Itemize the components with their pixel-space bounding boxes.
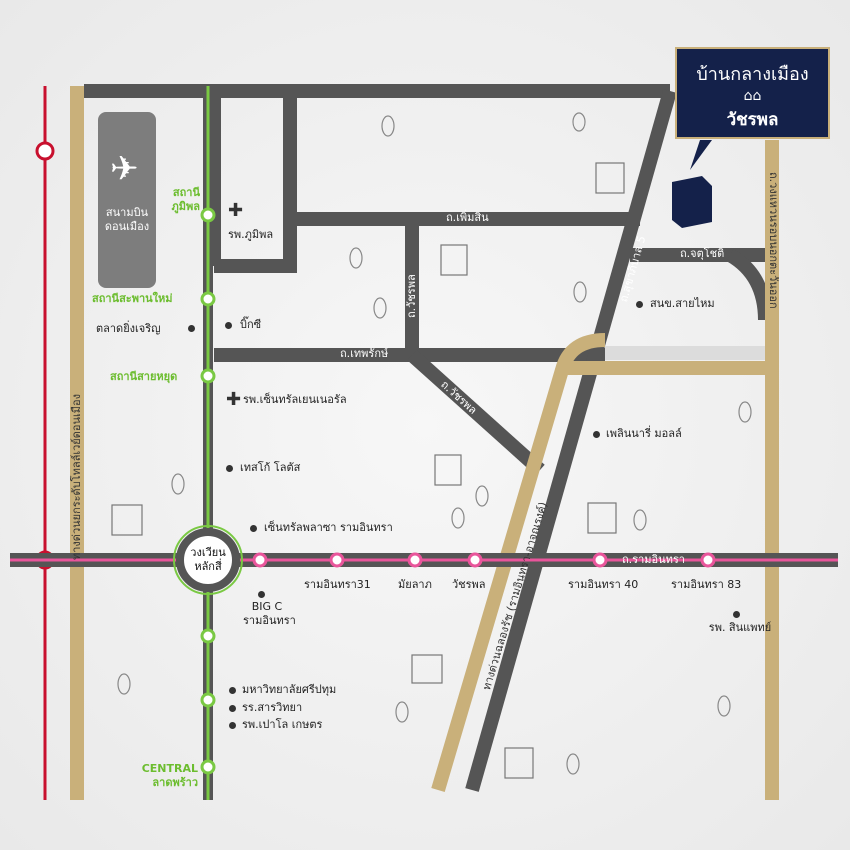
road-label-watcharapol-vertical: ถ.วัชรพล <box>405 274 418 318</box>
tree-icon <box>475 485 489 507</box>
gold-roads <box>70 86 779 800</box>
green-station-dot <box>200 759 216 775</box>
tree-icon <box>395 701 409 723</box>
tree-icons <box>117 112 752 775</box>
tree-icon <box>573 281 587 303</box>
tree-icon <box>117 673 131 695</box>
project-name-line1: บ้านกลางเมือง <box>696 64 809 85</box>
road-label-chatuchot: ถ.จตุโชติ <box>680 247 725 260</box>
road-sukhaphiban5 <box>465 89 677 792</box>
shop-icon <box>411 654 443 684</box>
project-box: บ้านกลางเมือง ⌂⌂ วัชรพล <box>675 47 830 139</box>
green-station-dot <box>200 628 216 644</box>
location-dot <box>225 322 232 329</box>
pink-station-dot <box>700 552 716 568</box>
tree-icon <box>717 695 731 717</box>
green-stations <box>200 207 216 775</box>
tree-icon <box>381 115 395 137</box>
location-dot <box>188 325 195 332</box>
hospital-cross-icon: ✚ <box>228 200 244 221</box>
roundabout-ring <box>176 528 240 592</box>
building-icon <box>504 747 534 779</box>
tree-icon <box>566 753 580 775</box>
station-sai-yud: สถานีสายหยุด <box>110 370 178 383</box>
road-chatuchot-curve <box>726 248 772 321</box>
building-icons <box>111 162 625 779</box>
light-road <box>605 346 765 360</box>
place-ying-charoen-market: ตลาดยิ่งเจริญ <box>96 322 161 335</box>
shop-icon <box>111 504 143 536</box>
station-central-ladprao: CENTRAL ลาดพร้าว <box>141 762 198 789</box>
place-bigc-ramintra: BIG C รามอินทรา <box>243 600 296 627</box>
pink-station-dot <box>407 552 423 568</box>
pink-station-dot <box>329 552 345 568</box>
pink-stations <box>252 552 716 568</box>
location-dot <box>229 705 236 712</box>
road-network <box>84 84 772 792</box>
tree-icon <box>738 401 752 423</box>
road-label-kanchanaphisek: ถ.วงแหวนรอบนอกตะวันออก <box>767 172 780 309</box>
green-station-dot <box>200 368 216 384</box>
airplane-icon: ✈ <box>110 149 139 189</box>
place-saimai-office: สนข.สายไหม <box>650 297 715 310</box>
red-line-station <box>35 141 55 161</box>
project-name-line2: วัชรพล <box>726 110 779 130</box>
green-station-dot <box>200 291 216 307</box>
project-building-icon <box>672 176 712 228</box>
road-label-thepharak: ถ.เทพรักษ์ <box>340 347 389 360</box>
station-saphan-mai: สถานีสะพานใหม่ <box>92 292 173 305</box>
tree-icon <box>572 112 586 132</box>
place-phumiphon-hospital: รพ.ภูมิพล <box>228 228 274 241</box>
station-ramintra40: รามอินทรา 40 <box>568 578 639 591</box>
station-phumiphon: สถานีภูมิพล <box>171 186 201 213</box>
road-label-phemsin: ถ.เพิ่มสิน <box>446 211 489 224</box>
building-icon <box>587 502 617 534</box>
roundabout-label: วงเวียนหลักสี่ <box>190 546 226 573</box>
place-tesco-lotus: เทสโก้ โลตัส <box>240 461 301 474</box>
place-synphaet-hospital: รพ. สินแพทย์ <box>708 621 772 634</box>
location-dot <box>733 611 740 618</box>
station-ramintra83: รามอินทรา 83 <box>671 578 742 591</box>
hospital-cross-icon: ✚ <box>226 389 242 410</box>
roundabout-green <box>173 525 243 595</box>
station-ramintra31: รามอินทรา31 <box>304 578 371 591</box>
airport-area <box>98 112 156 288</box>
place-central-plaza-ramintra: เซ็นทรัลพลาซา รามอินทรา <box>264 521 393 534</box>
place-central-general-hospital: รพ.เซ็นทรัลเยนเนอรัล <box>243 393 347 406</box>
pink-station-dot <box>592 552 608 568</box>
tree-icon <box>171 473 185 495</box>
green-station-dot <box>200 692 216 708</box>
pink-station-dot <box>252 552 268 568</box>
place-plearnary-mall: เพลินนารี่ มอลล์ <box>606 427 682 440</box>
road-label-vibhavadi: ทางด่วนยกระดับโทลล์เวย์ดอนเมือง <box>70 394 83 560</box>
tree-icon <box>373 297 387 319</box>
building-icon <box>595 162 625 194</box>
tree-icon <box>633 509 647 531</box>
station-maiyalap: มัยลาภ <box>398 578 432 591</box>
place-sripatum-university: มหาวิทยาลัยศรีปทุม <box>242 683 337 696</box>
location-dot <box>229 687 236 694</box>
location-dot <box>258 591 265 598</box>
location-dot <box>250 525 257 532</box>
road-label-ramintra: ถ.รามอินทรา <box>622 553 685 566</box>
green-station-dot <box>200 207 216 223</box>
station-watcharapol: วัชรพล <box>452 578 486 591</box>
project-pointer <box>690 140 712 170</box>
pink-station-dot <box>467 552 483 568</box>
tree-icon <box>349 247 363 269</box>
place-paolo-kaset-hospital: รพ.เปาโล เกษตร <box>242 718 323 731</box>
location-dot <box>636 301 643 308</box>
building-icon <box>440 244 468 276</box>
building-icon <box>434 454 462 486</box>
road-watcharapol-diagonal <box>407 349 545 476</box>
place-sarawittaya-school: รร.สารวิทยา <box>242 701 303 714</box>
location-dot <box>226 465 233 472</box>
location-dot <box>593 431 600 438</box>
house-logo-icon: ⌂⌂ <box>743 88 762 104</box>
location-dot <box>229 722 236 729</box>
airport-label: สนามบินดอนเมือง <box>104 206 150 233</box>
place-bigc: บิ๊กซี <box>240 318 262 331</box>
tree-icon <box>451 507 465 529</box>
